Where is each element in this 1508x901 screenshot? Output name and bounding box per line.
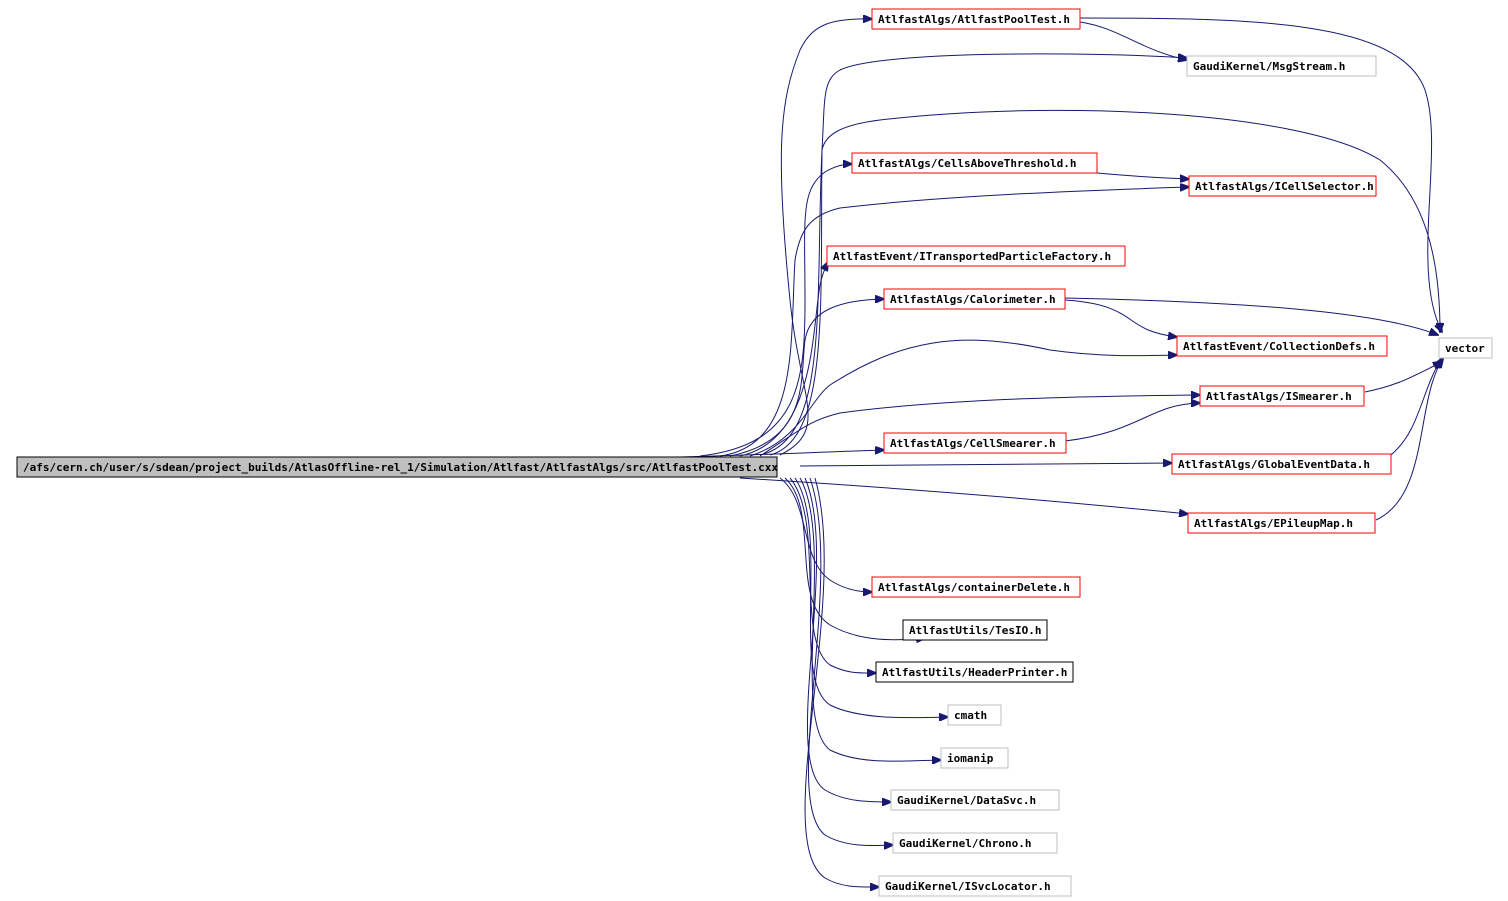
node-cellsabovethreshold-h[interactable]: AtlfastAlgs/CellsAboveThreshold.h <box>851 152 1098 174</box>
edge-layer <box>679 17 1443 887</box>
edge-root-cellsmearer <box>679 450 884 458</box>
edge-root-tesio <box>784 477 925 640</box>
edge-root-iomanip <box>799 477 941 761</box>
node-box <box>878 875 1072 897</box>
edge-root-headerprinter <box>789 477 876 673</box>
node-box <box>883 432 1067 454</box>
node-containerdelete-h[interactable]: AtlfastAlgs/containerDelete.h <box>871 576 1081 598</box>
node-label: AtlfastAlgs/AtlfastPoolTest.h <box>878 13 1070 26</box>
node-root-box <box>16 456 778 478</box>
node-label: AtlfastUtils/TesIO.h <box>909 624 1041 637</box>
node-datasvc-h[interactable]: GaudiKernel/DataSvc.h <box>890 789 1060 811</box>
node-label: AtlfastAlgs/GlobalEventData.h <box>1178 458 1370 471</box>
node-iomanip[interactable]: iomanip <box>940 747 1009 769</box>
node-globaleventdata-h[interactable]: AtlfastAlgs/GlobalEventData.h <box>1171 453 1392 475</box>
node-calorimeter-h[interactable]: AtlfastAlgs/Calorimeter.h <box>883 288 1066 310</box>
node-root-label: /afs/cern.ch/user/s/sdean/project_builds… <box>23 461 778 474</box>
node-box <box>1186 55 1377 77</box>
node-box <box>940 747 1009 769</box>
edge-cellsabove-icellsel <box>1096 172 1189 179</box>
node-box <box>1176 335 1388 357</box>
node-label: iomanip <box>947 752 994 765</box>
edge-root-msgstream <box>759 54 1187 456</box>
edge-calorimeter-vector <box>1064 297 1438 335</box>
node-root-source-file[interactable]: /afs/cern.ch/user/s/sdean/project_builds… <box>16 456 778 478</box>
node-box <box>851 152 1098 174</box>
edge-root-vector <box>769 109 1440 456</box>
edge-root-cmath <box>794 477 948 718</box>
edge-root-chrono <box>808 477 893 846</box>
node-box <box>871 8 1081 30</box>
edge-root-ismearer <box>759 395 1200 457</box>
node-label: AtlfastEvent/ITransportedParticleFactory… <box>833 250 1111 263</box>
node-atlfastpooltest-h[interactable]: AtlfastAlgs/AtlfastPoolTest.h <box>871 8 1081 30</box>
node-vector[interactable]: vector <box>1438 337 1493 359</box>
edge-epileup-vector <box>1375 359 1443 521</box>
edge-root-datasvc <box>804 477 891 802</box>
edge-root-globalevent <box>799 463 1172 466</box>
node-box <box>1438 337 1493 359</box>
edge-root-epileup <box>739 477 1188 514</box>
edge-pooltest-msgstream <box>1079 21 1187 60</box>
edge-root-colldefs <box>749 339 1177 457</box>
node-box <box>826 245 1126 267</box>
node-headerprinter-h[interactable]: AtlfastUtils/HeaderPrinter.h <box>875 661 1074 683</box>
node-label: AtlfastAlgs/CellsAboveThreshold.h <box>858 157 1077 170</box>
node-box <box>902 619 1048 641</box>
node-label: AtlfastAlgs/ICellSelector.h <box>1195 180 1374 193</box>
edge-root-cellsabove <box>699 164 852 457</box>
node-label: AtlfastUtils/HeaderPrinter.h <box>882 666 1067 679</box>
node-cmath[interactable]: cmath <box>947 704 1002 726</box>
node-layer: /afs/cern.ch/user/s/sdean/project_builds… <box>16 8 1493 897</box>
edge-root-contdelete <box>779 477 872 592</box>
node-icellselector-h[interactable]: AtlfastAlgs/ICellSelector.h <box>1188 175 1377 197</box>
node-box <box>883 288 1066 310</box>
node-box <box>892 832 1058 854</box>
edge-globalevent-vector <box>1390 359 1441 456</box>
edge-root-isvcloc <box>804 477 879 887</box>
edge-cellsmearer-ismearer <box>1064 403 1200 442</box>
node-label: AtlfastAlgs/Calorimeter.h <box>890 293 1056 306</box>
node-label: AtlfastAlgs/containerDelete.h <box>878 581 1070 594</box>
edge-pooltest-vector <box>1079 17 1442 332</box>
edge-calorimeter-colldefs <box>1064 299 1177 337</box>
node-label: GaudiKernel/MsgStream.h <box>1193 60 1345 73</box>
node-box <box>1187 512 1376 534</box>
node-label: GaudiKernel/DataSvc.h <box>897 794 1036 807</box>
node-cellsmearer-h[interactable]: AtlfastAlgs/CellSmearer.h <box>883 432 1067 454</box>
edge-root-pooltest <box>779 19 872 456</box>
node-isvclocator-h[interactable]: GaudiKernel/ISvcLocator.h <box>878 875 1072 897</box>
node-ismearer-h[interactable]: AtlfastAlgs/ISmearer.h <box>1199 385 1365 407</box>
node-itransportedparticlefactory-h[interactable]: AtlfastEvent/ITransportedParticleFactory… <box>826 245 1126 267</box>
node-label: AtlfastAlgs/ISmearer.h <box>1206 390 1352 403</box>
node-tesio-h[interactable]: AtlfastUtils/TesIO.h <box>902 619 1048 641</box>
node-label: AtlfastAlgs/CellSmearer.h <box>890 437 1056 450</box>
node-box <box>1171 453 1392 475</box>
node-box <box>1199 385 1365 407</box>
edge-root-calorimeter <box>729 299 884 457</box>
node-box <box>890 789 1060 811</box>
node-msgstream-h[interactable]: GaudiKernel/MsgStream.h <box>1186 55 1377 77</box>
node-chrono-h[interactable]: GaudiKernel/Chrono.h <box>892 832 1058 854</box>
node-box <box>871 576 1081 598</box>
node-box <box>875 661 1074 683</box>
node-label: vector <box>1445 342 1485 355</box>
edge-root-icellsel <box>719 187 1189 457</box>
node-label: GaudiKernel/ISvcLocator.h <box>885 880 1051 893</box>
node-label: GaudiKernel/Chrono.h <box>899 837 1031 850</box>
node-collectiondefs-h[interactable]: AtlfastEvent/CollectionDefs.h <box>1176 335 1388 357</box>
node-label: AtlfastEvent/CollectionDefs.h <box>1183 340 1375 353</box>
node-epileupmap-h[interactable]: AtlfastAlgs/EPileupMap.h <box>1187 512 1376 534</box>
node-box <box>1188 175 1377 197</box>
node-label: AtlfastAlgs/EPileupMap.h <box>1194 517 1353 530</box>
node-box <box>947 704 1002 726</box>
node-label: cmath <box>954 709 987 722</box>
